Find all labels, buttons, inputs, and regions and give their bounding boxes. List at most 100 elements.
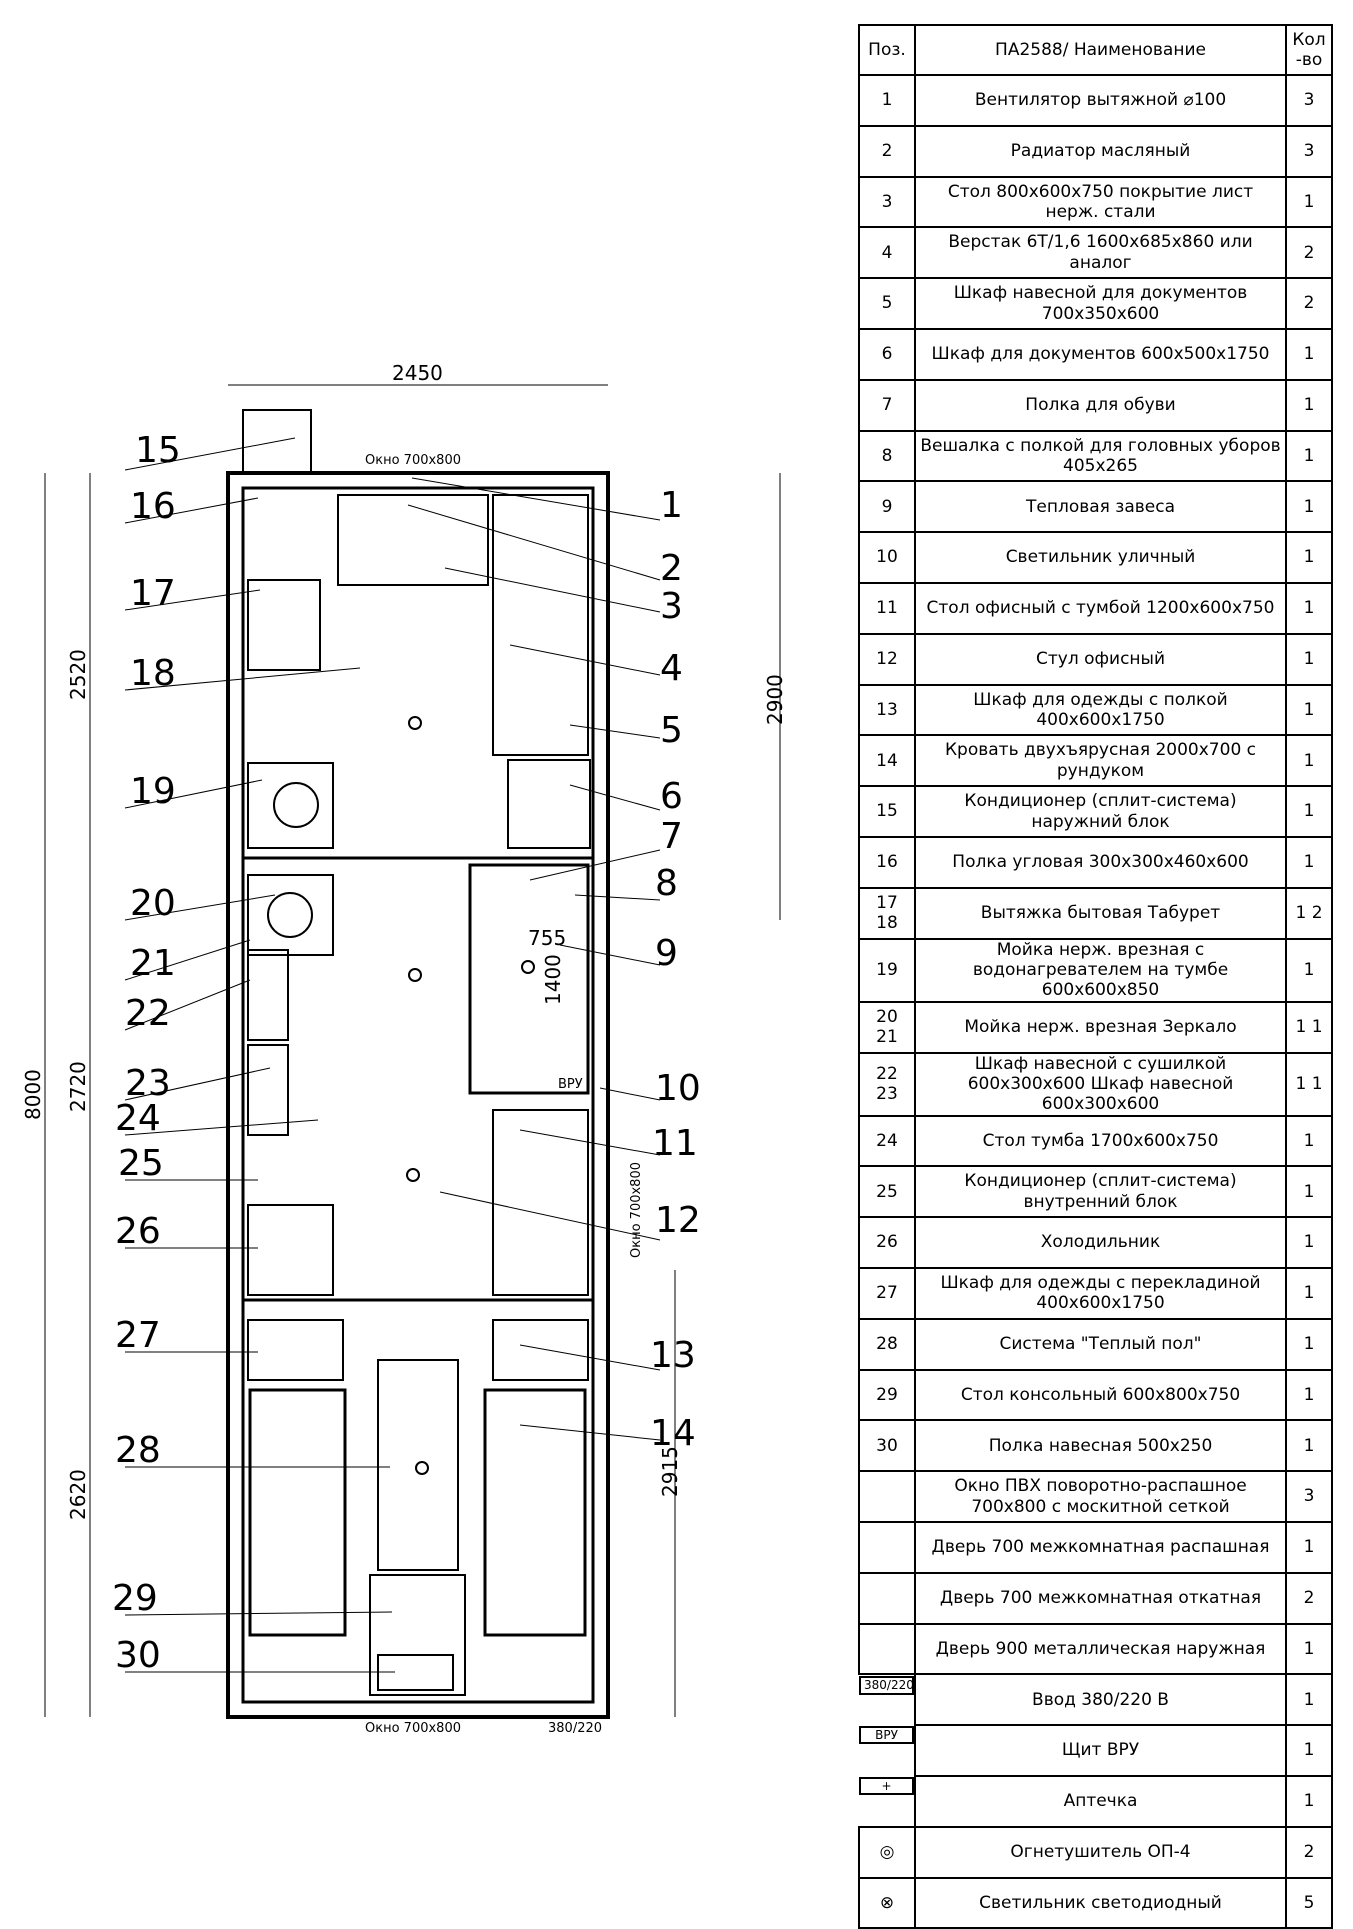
spec-cell-qty: 3 xyxy=(1285,1470,1333,1524)
spec-cell-qty: 1 xyxy=(1285,1419,1333,1473)
spec-cell-name: Холодильник xyxy=(914,1216,1287,1270)
label-20: 20 xyxy=(130,883,176,924)
spec-cell-pos: 28 xyxy=(858,1317,916,1371)
dim-width-top: 2450 xyxy=(392,361,443,385)
label-5: 5 xyxy=(660,710,683,751)
spec-cell-pos: 17 18 xyxy=(858,886,916,940)
spec-cell-qty: 1 xyxy=(1285,175,1333,229)
spec-cell-qty: 5 xyxy=(1285,1876,1333,1929)
spec-cell-name: Аптечка xyxy=(914,1775,1287,1828)
spec-cell-qty: 3 xyxy=(1285,74,1333,127)
spec-cell-pos xyxy=(858,1470,916,1524)
spec-cell-name: Светильник светодиодный xyxy=(914,1876,1287,1929)
spec-cell-name: Дверь 700 межкомнатная распашная xyxy=(914,1521,1287,1574)
floor-plan: 2450 Окно 700x800 Окно 700x800 380/220 В… xyxy=(21,361,787,1736)
spec-header: Поз. ПА2588/ Наименование Кол -во xyxy=(858,24,1333,76)
spec-cell-name: Стул офисный xyxy=(914,632,1287,686)
spec-cell-pos xyxy=(858,1571,916,1625)
spec-row: Окно ПВХ поворотно-распашное 700х800 с м… xyxy=(858,1470,1333,1524)
label-18: 18 xyxy=(130,653,176,694)
spec-cell-qty: 1 xyxy=(1285,632,1333,686)
spec-cell-pos: 10 xyxy=(858,531,916,584)
spec-cell-pos: 29 xyxy=(858,1368,916,1422)
spec-cell-pos: 30 xyxy=(858,1419,916,1473)
spec-cell-qty: 2 xyxy=(1285,226,1333,280)
spec-cell-name: Шкаф навесной с сушилкой 600х300х600 Шка… xyxy=(914,1051,1287,1117)
dim-left-lower: 2620 xyxy=(66,1469,90,1520)
label-25: 25 xyxy=(118,1143,164,1184)
spec-cell-name: Шкаф для документов 600х500х1750 xyxy=(914,327,1287,381)
spec-cell-name: Дверь 900 металлическая наружная xyxy=(914,1622,1287,1676)
spec-cell-pos: 22 23 xyxy=(858,1051,916,1117)
label-28: 28 xyxy=(115,1430,161,1471)
label-2: 2 xyxy=(660,548,683,589)
spec-cell-qty: 1 2 xyxy=(1285,886,1333,940)
vru-tag: ВРУ xyxy=(558,1077,583,1092)
spec-cell-name: Стол консольный 600х800х750 xyxy=(914,1368,1287,1422)
input-box-icon: 380/220 xyxy=(859,1676,914,1695)
spec-cell-qty: 1 xyxy=(1285,1724,1333,1778)
spec-cell-pos: 13 xyxy=(858,683,916,737)
label-19: 19 xyxy=(130,771,176,812)
spec-cell-qty: 1 xyxy=(1285,1267,1333,1320)
dim-right-lower: 2915 xyxy=(658,1446,682,1497)
spec-cell-name: Вентилятор вытяжной ⌀100 xyxy=(914,74,1287,127)
spec-cell-qty: 1 xyxy=(1285,1216,1333,1270)
spec-cell-name: Кровать двухъярусная 2000х700 с рундуком xyxy=(914,734,1287,788)
spec-cell-qty: 1 xyxy=(1285,835,1333,889)
label-24: 24 xyxy=(115,1098,161,1139)
spec-cell-pos: 9 xyxy=(858,480,916,534)
spec-cell-pos: 3 xyxy=(858,175,916,229)
window-right-label: Окно 700x800 xyxy=(629,1162,644,1258)
spec-cell-pos: 11 xyxy=(858,581,916,635)
window-top-label: Окно 700x800 xyxy=(365,453,461,468)
label-17: 17 xyxy=(130,573,176,614)
spec-cell-pos: 6 xyxy=(858,327,916,381)
spec-cell-qty: 1 xyxy=(1285,531,1333,584)
label-6: 6 xyxy=(660,776,683,817)
label-30: 30 xyxy=(115,1635,161,1676)
spec-cell-name: Радиатор масляный xyxy=(914,124,1287,178)
spec-cell-pos: 8 xyxy=(858,429,916,483)
spec-cell-name: Мойка нерж. врезная Зеркало xyxy=(914,1000,1287,1054)
spec-cell-qty: 1 1 xyxy=(1285,1051,1333,1117)
dim-left-upper: 2520 xyxy=(66,649,90,700)
spec-cell-name: Мойка нерж. врезная с водонагревателем н… xyxy=(914,937,1287,1003)
spec-cell-pos: 19 xyxy=(858,937,916,1003)
label-13: 13 xyxy=(650,1335,696,1376)
label-14: 14 xyxy=(650,1413,696,1454)
label-23: 23 xyxy=(125,1063,171,1104)
spec-cell-qty: 1 xyxy=(1285,1622,1333,1676)
label-12: 12 xyxy=(655,1200,701,1241)
vru-panel-icon: ВРУ xyxy=(859,1726,914,1745)
dim-right-upper: 2900 xyxy=(763,674,787,725)
spec-cell-name: Вешалка с полкой для головных уборов 405… xyxy=(914,429,1287,483)
spec-cell-name: Вытяжка бытовая Табурет xyxy=(914,886,1287,940)
label-16: 16 xyxy=(130,486,176,527)
spec-cell-pos: 2 xyxy=(858,124,916,178)
spec-cell-qty: 1 xyxy=(1285,1673,1333,1727)
spec-cell-qty: 2 xyxy=(1285,277,1333,330)
header-pos: Поз. xyxy=(858,24,916,76)
spec-cell-pos: 12 xyxy=(858,632,916,686)
spec-cell-qty: 1 xyxy=(1285,1114,1333,1168)
spec-cell-pos: 25 xyxy=(858,1165,916,1219)
